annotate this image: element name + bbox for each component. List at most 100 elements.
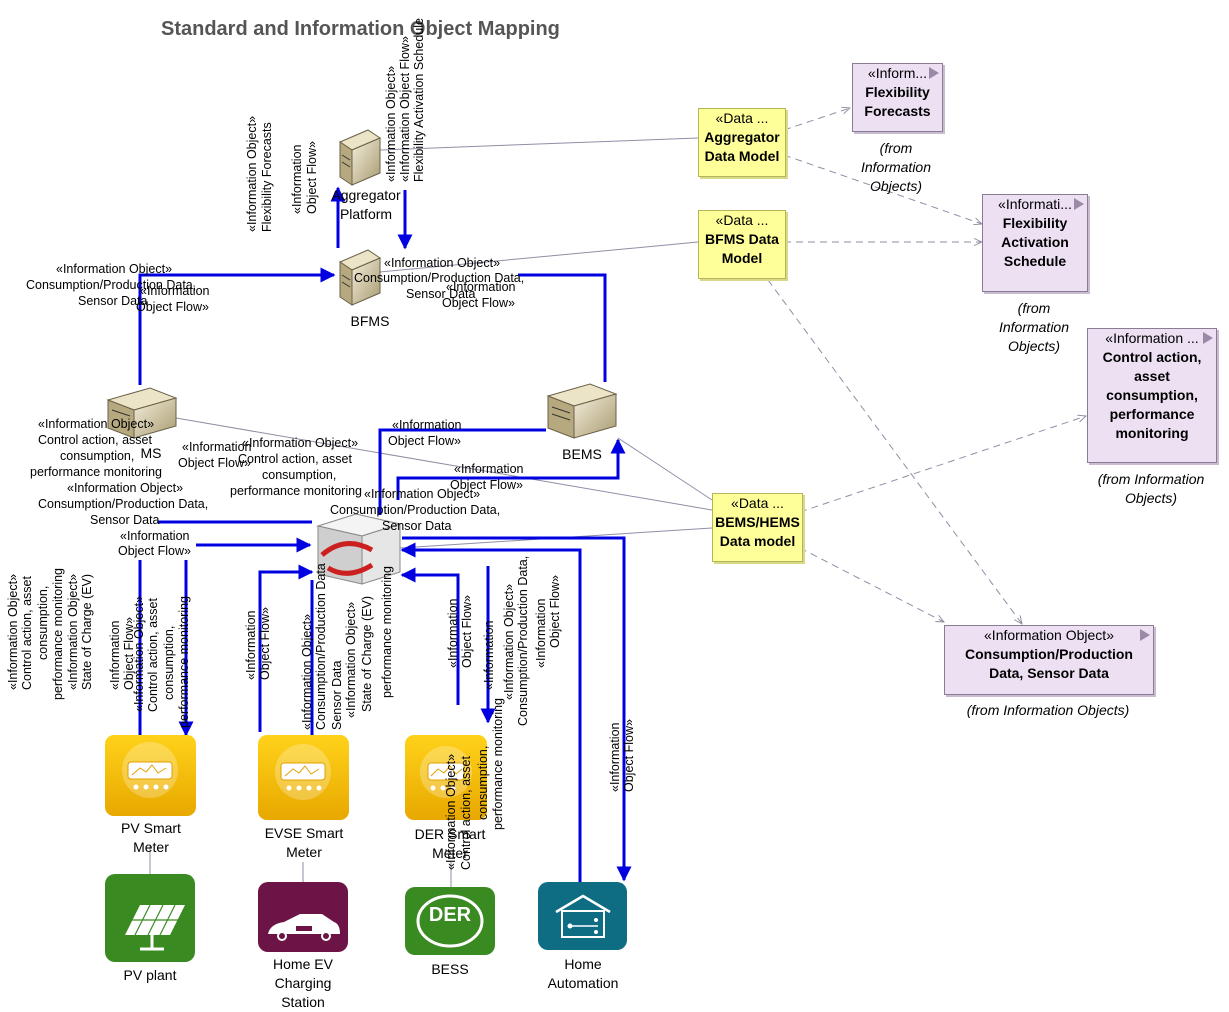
flow-label-iof-1: «Information <box>140 284 210 298</box>
flow-home-to-hub <box>400 542 582 882</box>
flow-label-iof-2: Object Flow» <box>460 595 474 668</box>
info-object-flexibility-forecasts[interactable]: «Inform... Flexibility Forecasts <box>852 63 943 132</box>
assoc-aggregator <box>379 137 699 151</box>
dep-bems-control <box>799 416 1086 513</box>
element-arrow-icon <box>929 67 939 79</box>
flow-label-iof-1: «Information <box>108 620 122 690</box>
element-name: Flexibility Forecasts <box>864 84 931 119</box>
bems-label: BEMS <box>562 446 602 462</box>
information-flows <box>138 186 632 882</box>
from-label-schedule: (from Information Objects) <box>998 300 1070 354</box>
home-ev-label: Home EV Charging Station <box>273 956 333 1010</box>
flow-label-ctrl-2: consumption, <box>36 585 50 660</box>
server-icon-aggregator <box>338 129 382 186</box>
flow-label-io: «Information Object» <box>384 65 398 182</box>
flow-label-iof-1: «Information <box>446 280 516 294</box>
flow-label-io: «Information Object» <box>344 601 358 718</box>
assoc-ms <box>175 417 713 511</box>
server-icon-bfms <box>338 249 382 306</box>
flow-label-iof-1: «Information <box>446 598 460 668</box>
flow-label-iof-2: Object Flow» <box>258 607 272 680</box>
flow-label-cps: Consumption/Production Data, <box>330 503 501 517</box>
flow-label-io: «Information Object» <box>67 481 184 495</box>
flow-bems-to-bfms <box>518 273 607 382</box>
flow-label-sensor: Sensor Data <box>90 513 160 527</box>
flow-label-ctrl-1: Control action, asset <box>146 598 160 712</box>
flow-label-iof-1: «Information <box>182 440 252 454</box>
flow-label-iof-2: Object Flow» <box>442 296 515 310</box>
flow-label-io: «Information Object» <box>66 573 80 690</box>
solar-panel-icon <box>105 874 195 962</box>
flow-label-iof-1: «Information <box>534 598 548 668</box>
element-name: BEMS/HEMS Data model <box>715 514 800 549</box>
der-icon <box>405 887 495 955</box>
dep-bfms-consumption <box>767 279 1022 624</box>
flow-label-ctrl-2: consumption, <box>60 449 135 463</box>
flow-bems-to-hub <box>378 428 546 515</box>
flow-label-soc: State of Charge (EV) <box>80 573 94 690</box>
data-model-bems-hems[interactable]: «Data ... BEMS/HEMS Data model <box>712 493 803 562</box>
home-automation-label: Home Automation <box>547 956 619 991</box>
element-arrow-icon <box>1203 332 1213 344</box>
stereotype-label: «Data ... <box>731 495 784 511</box>
flow-label-flex-schedule: Flexibility Activation Schedule <box>412 18 426 182</box>
from-label-forecasts: (from Information Objects) <box>860 140 932 194</box>
flow-label-io: «Information Object» <box>132 595 146 712</box>
flow-label-cps: Consumption/Production Data, <box>516 555 530 726</box>
flow-label-sensor: Sensor Data <box>330 660 344 730</box>
flow-label-iof-2: Object Flow» <box>305 141 319 214</box>
flow-label-iof-1: «Information <box>120 529 190 543</box>
flow-label-flex-forecasts: Flexibility Forecasts <box>260 122 274 232</box>
element-name: Control action, asset consumption, perfo… <box>1102 349 1202 441</box>
aggregator-platform-label: Aggregator Platform <box>331 187 401 222</box>
flow-label-iof-1: «Information <box>608 722 622 792</box>
flow-ms-to-bfms <box>138 267 336 385</box>
flow-label-io: «Information Object» <box>242 436 359 450</box>
flow-label-iof-2: Object Flow» <box>622 719 636 792</box>
flow-label-ctrl-1: Control action, asset <box>238 452 352 466</box>
info-object-flexibility-schedule[interactable]: «Informati... Flexibility Activation Sch… <box>982 194 1088 292</box>
flow-label-cps: Consumption/Production Data, <box>354 271 525 285</box>
server-icon-ms <box>106 387 178 439</box>
der-meter-label: DER Smart Meter <box>414 826 486 861</box>
flow-label-io: «Information Object» <box>300 613 314 730</box>
pv-plant-label: PV plant <box>123 967 177 983</box>
bess-label: BESS <box>431 961 469 977</box>
flow-label-io: «Information Object» <box>444 753 458 870</box>
smart-meter-icon-evse <box>258 735 349 820</box>
flow-label-cps: Consumption/Production Data, <box>38 497 209 511</box>
flow-label-iof-1: «Information <box>244 610 258 680</box>
flow-label-cps: Consumption/Production Data, <box>26 278 197 292</box>
flow-label-iof-2: Object Flow» <box>450 478 523 492</box>
flow-label-iof-2: Object Flow» <box>388 434 461 448</box>
flow-label-soc: State of Charge (EV) <box>360 595 374 712</box>
data-model-bfms[interactable]: «Data ... BFMS Data Model <box>698 210 786 279</box>
flow-label-ctrl-1: Control action, asset <box>20 576 34 690</box>
stereotype-label: «Informati... <box>998 196 1072 212</box>
dep-bems-consumption <box>799 547 944 622</box>
info-object-control-action[interactable]: «Information ... Control action, asset c… <box>1087 328 1217 463</box>
flow-label-sensor: Sensor Data <box>406 287 476 301</box>
smart-meter-icon-der <box>405 735 487 820</box>
dependency-lines <box>767 108 1086 624</box>
info-object-consumption[interactable]: «Information Object» Consumption/Product… <box>944 625 1154 695</box>
flow-label-sensor: Sensor Data <box>78 294 148 308</box>
flow-label-ctrl-3: performance monitoring <box>177 595 191 728</box>
data-model-aggregator[interactable]: «Data ... Aggregator Data Model <box>698 108 786 177</box>
stereotype-label: «Data ... <box>715 110 769 126</box>
diagram-title: Standard and Information Object Mapping <box>161 18 560 40</box>
flow-label-iof-2: Object Flow» <box>118 544 191 558</box>
stereotype-label: «Information Object» <box>984 627 1114 643</box>
flow-label-ctrl-1: Control action, asset <box>38 433 152 447</box>
flow-label-io: «Information Object» <box>56 262 173 276</box>
element-arrow-icon <box>1074 198 1084 210</box>
stereotype-label: «Inform... <box>867 65 928 81</box>
flow-label-ctrl-2: consumption, <box>476 745 490 820</box>
flow-label-iof: «Information Object Flow» <box>398 36 412 182</box>
ev-car-icon <box>258 882 348 952</box>
flow-label-ctrl-2: consumption, <box>162 625 176 700</box>
flow-hub-to-bems <box>396 438 626 500</box>
flow-label-ctrl-3: performance monitoring <box>51 567 65 700</box>
element-name: BFMS Data Model <box>705 231 779 266</box>
